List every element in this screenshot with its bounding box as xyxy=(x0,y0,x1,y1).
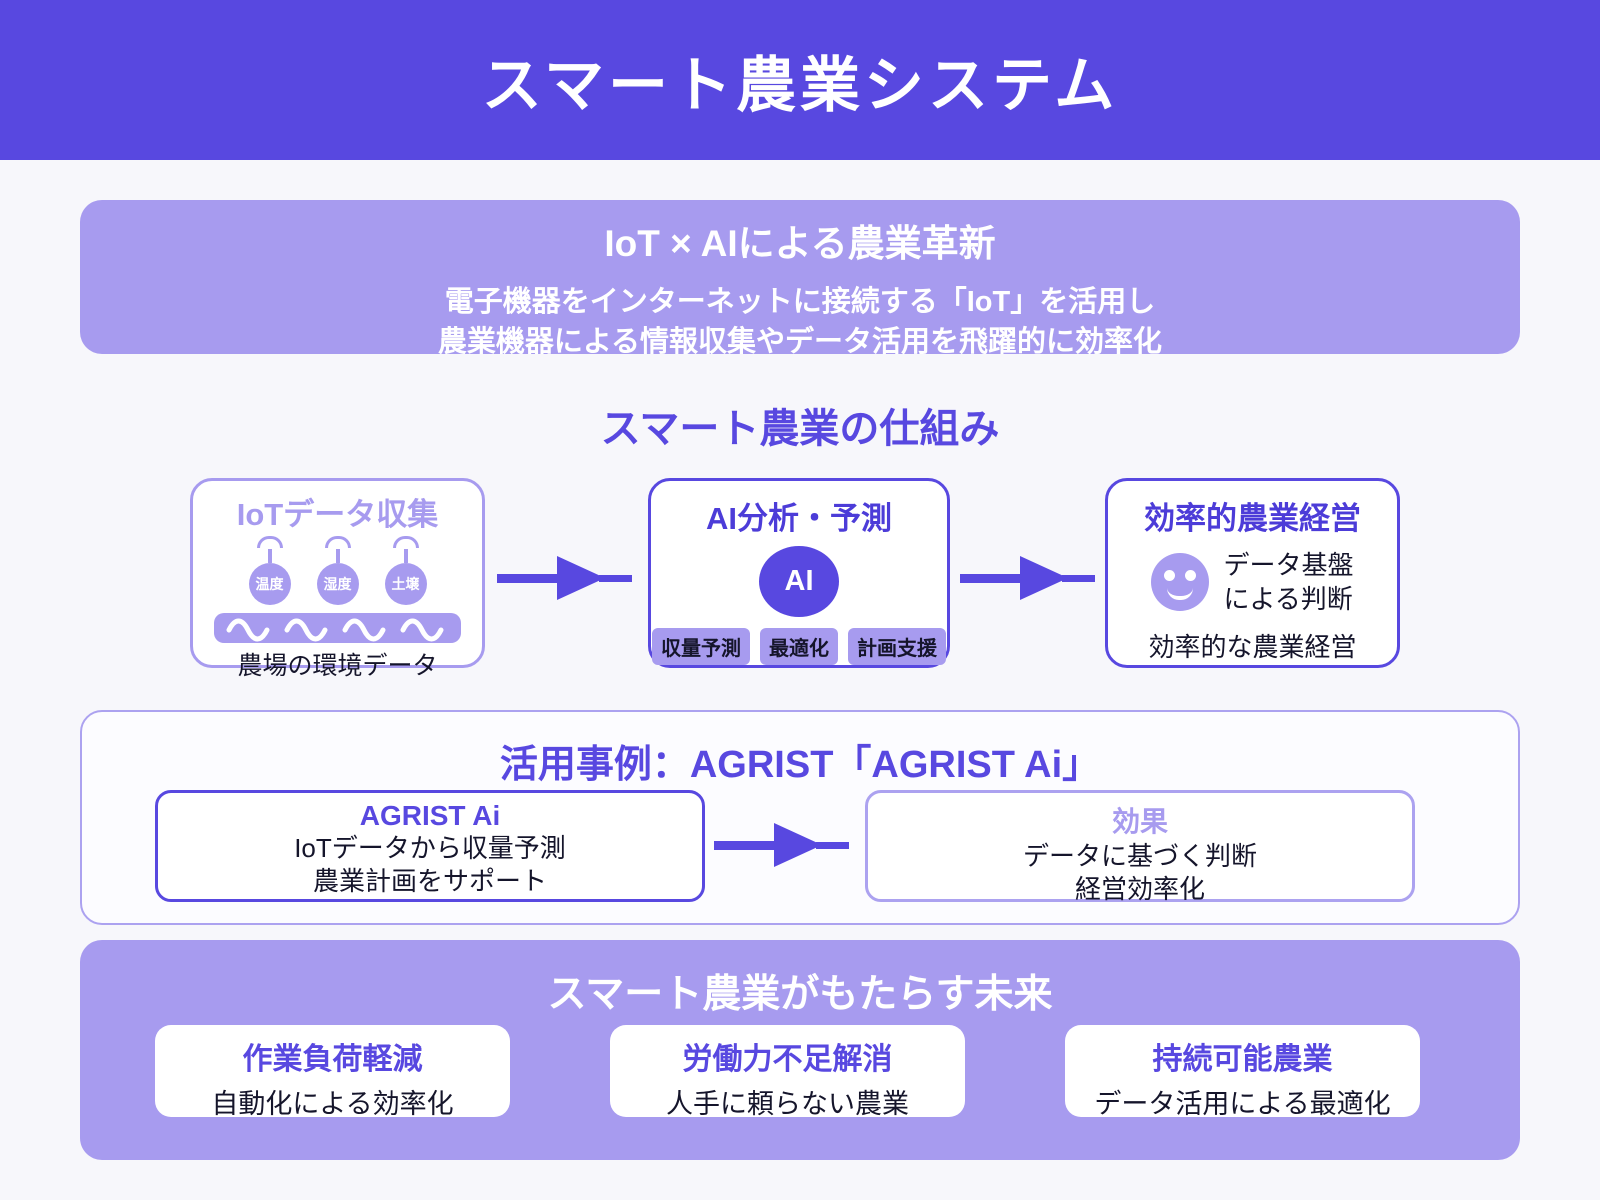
humidity-sensor: 湿度 xyxy=(316,536,359,605)
future-section-title: スマート農業がもたらす未来 xyxy=(547,973,1053,1016)
result-row: データ基盤 による判断 xyxy=(1151,548,1354,616)
ai-circle-label: AI xyxy=(784,565,814,597)
future-card-subtitle: データ活用による最適化 xyxy=(1094,1089,1391,1119)
ai-card-title: AI分析・予測 xyxy=(706,501,892,536)
efficient-management-card: 効率的農業経営 データ基盤 による判断 効率的な農業経営 xyxy=(1105,478,1400,668)
intro-box: IoT × AIによる農業革新 電子機器をインターネットに接続する「IoT」を活… xyxy=(80,200,1520,358)
result-note-line-1: データ基盤 xyxy=(1223,550,1354,580)
result-note-line-2: による判断 xyxy=(1223,584,1353,614)
sensor-label: 温度 xyxy=(255,576,284,592)
future-card-title: 労働力不足解消 xyxy=(682,1043,893,1076)
ai-tag-row: 収量予測 最適化 計画支援 xyxy=(652,628,946,665)
flow-arrow-icon xyxy=(497,555,632,601)
sensor-bulb-icon: 土壌 xyxy=(384,563,427,605)
signal-arc-icon xyxy=(392,536,419,548)
future-card-subtitle: 人手に頼らない農業 xyxy=(666,1089,909,1119)
result-note: データ基盤 による判断 xyxy=(1223,548,1353,616)
intro-title: IoT × AIによる農業革新 xyxy=(604,223,996,264)
sensor-stem xyxy=(403,549,408,563)
sensor-bulb-icon: 湿度 xyxy=(316,563,359,605)
intro-body: 電子機器をインターネットに接続する「IoT」を活用し 農業機器による情報収集やデ… xyxy=(80,282,1520,362)
result-card-caption: 効率的な農業経営 xyxy=(1148,632,1357,662)
signal-arc-icon xyxy=(256,536,283,548)
iot-card-caption: 農場の環境データ xyxy=(237,652,438,680)
temperature-sensor: 温度 xyxy=(248,536,291,605)
future-card-sustainable: 持続可能農業 データ活用による最適化 xyxy=(1065,1025,1420,1119)
sensor-label: 土壌 xyxy=(391,576,420,592)
ai-tag-planning: 計画支援 xyxy=(848,628,946,665)
future-card-labor: 労働力不足解消 人手に頼らない農業 xyxy=(610,1025,965,1119)
mechanism-section-title: スマート農業の仕組み xyxy=(600,407,1000,451)
result-card-title: 効率的農業経営 xyxy=(1144,501,1361,536)
intro-line-2: 農業機器による情報収集やデータ活用を飛躍的に効率化 xyxy=(437,326,1163,358)
ai-analysis-card: AI分析・予測 AI 収量予測 最適化 計画支援 xyxy=(648,478,950,668)
agrist-ai-card: AGRIST Ai IoTデータから収量予測 農業計画をサポート xyxy=(155,790,705,902)
future-card-subtitle: 自動化による効率化 xyxy=(211,1089,454,1119)
effect-line-1: データに基づく判断 xyxy=(1022,841,1257,871)
future-card-title: 持続可能農業 xyxy=(1152,1043,1333,1076)
signal-arc-icon xyxy=(324,536,351,548)
page-title: スマート農業システム xyxy=(481,51,1119,119)
ai-badge-icon: AI xyxy=(759,546,839,617)
iot-card-title: IoTデータ収集 xyxy=(236,497,439,532)
intro-line-1: 電子機器をインターネットに接続する「IoT」を活用し xyxy=(444,286,1156,318)
flow-arrow-icon xyxy=(960,555,1095,601)
agrist-ai-line-2: 農業計画をサポート xyxy=(312,866,547,896)
effect-card: 効果 データに基づく判断 経営効率化 xyxy=(865,790,1415,904)
case-study-title: 活用事例：AGRIST「AGRIST Ai」 xyxy=(499,744,1101,786)
iot-data-card: IoTデータ収集 温度 湿度 土壌 xyxy=(190,478,485,680)
sensor-bulb-icon: 温度 xyxy=(248,563,291,605)
sensor-row: 温度 湿度 土壌 xyxy=(248,536,427,605)
header-band: スマート農業システム xyxy=(0,0,1600,160)
sensor-label: 湿度 xyxy=(323,576,352,592)
smiley-icon xyxy=(1151,553,1210,611)
soil-wave-icon xyxy=(214,613,461,643)
agrist-ai-line-1: IoTデータから収量予測 xyxy=(294,833,566,863)
agrist-ai-card-title: AGRIST Ai xyxy=(359,800,501,831)
future-card-title: 作業負荷軽減 xyxy=(242,1043,423,1076)
ai-tag-optimize: 最適化 xyxy=(760,628,838,665)
flow-arrow-icon xyxy=(714,822,849,868)
soil-sensor: 土壌 xyxy=(384,536,427,605)
future-card-workload: 作業負荷軽減 自動化による効率化 xyxy=(155,1025,510,1119)
effect-card-title: 効果 xyxy=(1111,806,1168,837)
sensor-stem xyxy=(335,549,340,563)
effect-line-2: 経営効率化 xyxy=(1074,874,1205,904)
sensor-stem xyxy=(267,549,272,563)
ai-tag-yield: 収量予測 xyxy=(652,628,750,665)
